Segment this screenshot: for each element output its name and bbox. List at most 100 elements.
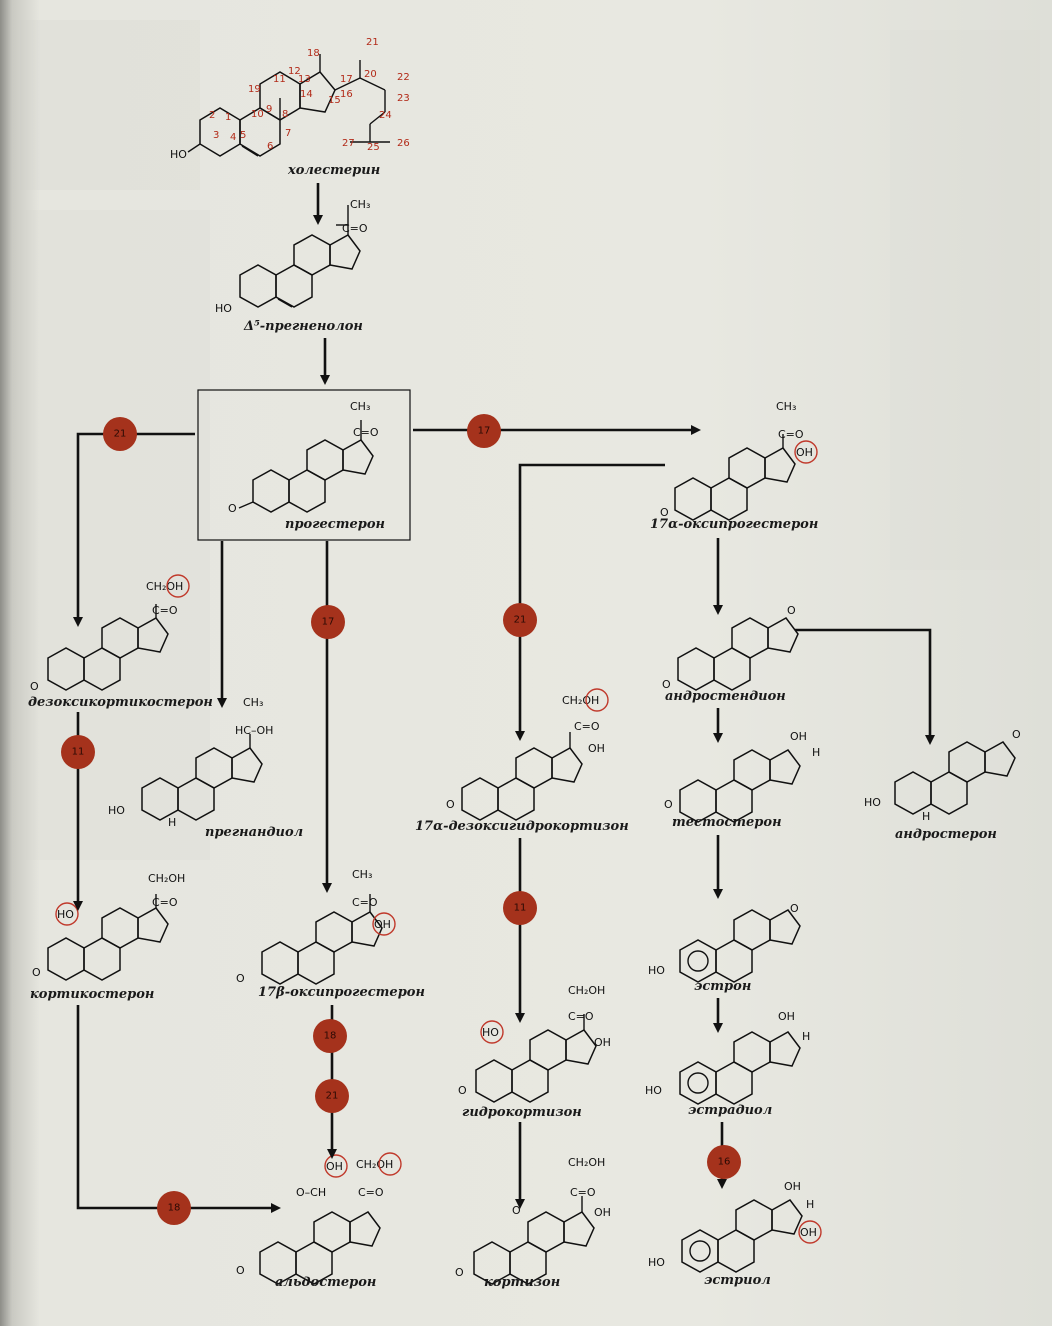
deoxyhydrocortisone17a-o: O bbox=[446, 798, 455, 811]
testosterone-o: O bbox=[664, 798, 673, 811]
deoxyhydrocortisone17a-structure bbox=[461, 732, 583, 821]
enzyme-circle bbox=[61, 735, 95, 769]
hydroxyprogesterone17a-co: C=O bbox=[778, 428, 804, 441]
enzyme-circle bbox=[103, 417, 137, 451]
pregnanediol-hcoh: HC–OH bbox=[235, 724, 273, 737]
pregnenolone-co: C=O bbox=[342, 222, 368, 235]
estradiol-oh: OH bbox=[778, 1010, 795, 1023]
svg-text:16: 16 bbox=[340, 89, 353, 100]
svg-text:26: 26 bbox=[397, 138, 410, 149]
corticosterone-ch2oh: CH₂OH bbox=[148, 872, 185, 885]
deoxyhydrocortisone17a-oh: OH bbox=[588, 742, 605, 755]
progesterone-box bbox=[197, 389, 411, 541]
svg-text:19: 19 bbox=[248, 84, 261, 95]
svg-text:24: 24 bbox=[379, 110, 392, 121]
enzyme-label: 17 bbox=[322, 617, 335, 628]
label-deoxycorticosterone: дезоксикортикостерон bbox=[28, 695, 213, 710]
androstenedione-o: O bbox=[662, 678, 671, 691]
corticosterone-co: C=O bbox=[152, 896, 178, 909]
aldosterone-ch2oh: CH₂OH bbox=[356, 1158, 393, 1171]
label-hydrocortisone: гидрокортизон bbox=[462, 1105, 582, 1120]
label-corticosterone: кортикостерон bbox=[30, 987, 154, 1002]
androsterone-ho: HO bbox=[864, 796, 881, 809]
corticosterone-o: O bbox=[32, 966, 41, 979]
androsterone-structure bbox=[894, 741, 1016, 815]
hydroxyprogesterone17a-oh-highlight bbox=[794, 440, 818, 464]
pregnanediol-ho: HO bbox=[108, 804, 125, 817]
svg-text:25: 25 bbox=[367, 142, 380, 153]
estrone-ho: HO bbox=[648, 964, 665, 977]
background-texture bbox=[20, 20, 1040, 860]
enzyme-circle bbox=[311, 605, 345, 639]
estriol-structure bbox=[681, 1199, 803, 1273]
corticosterone-ho-highlight bbox=[55, 902, 79, 926]
aldosterone-oh-left: OH bbox=[326, 1160, 343, 1173]
aldosterone-co: C=O bbox=[358, 1186, 384, 1199]
label-androsterone: андростерон bbox=[895, 827, 997, 842]
svg-text:12: 12 bbox=[288, 66, 301, 77]
svg-text:4: 4 bbox=[230, 132, 236, 143]
hydroxyprogesterone17a-ch3: CH₃ bbox=[776, 400, 796, 413]
svg-text:1: 1 bbox=[225, 112, 231, 123]
label-estradiol: эстрадиол bbox=[688, 1103, 772, 1118]
estradiol-structure bbox=[679, 1031, 801, 1105]
label-cortisone: кортизон bbox=[484, 1275, 560, 1290]
label-aldosterone: альдостерон bbox=[275, 1275, 376, 1290]
hydroxyprogesterone17a-oh: OH bbox=[796, 446, 813, 459]
estriol-ho: HO bbox=[648, 1256, 665, 1269]
estriol-h: H bbox=[806, 1198, 814, 1211]
estrone-o: O bbox=[790, 902, 799, 915]
label-progesterone: прогестерон bbox=[285, 517, 385, 532]
svg-text:17: 17 bbox=[340, 74, 353, 85]
enzyme-circle bbox=[503, 603, 537, 637]
svg-text:5: 5 bbox=[240, 130, 246, 141]
deoxyhydrocortisone17a-ch2oh: CH₂OH bbox=[562, 694, 599, 707]
cholesterol-ho: HO bbox=[170, 148, 187, 161]
androsterone-o: O bbox=[1012, 728, 1021, 741]
hydroxyprogesterone17b-structure bbox=[261, 894, 383, 985]
estriol-oh-highlight bbox=[798, 1220, 822, 1244]
hydroxyprogesterone17b-ch3: CH₃ bbox=[352, 868, 372, 881]
label-testosterone: тестостерон bbox=[672, 815, 782, 830]
svg-text:11: 11 bbox=[273, 74, 286, 85]
enzyme-label: 18 bbox=[324, 1031, 337, 1042]
pregnanediol-ch3: CH₃ bbox=[243, 696, 263, 709]
svg-text:9: 9 bbox=[266, 104, 272, 115]
deoxyhydrocortisone17a-oh-highlight bbox=[585, 688, 609, 712]
hydroxyprogesterone17a-structure bbox=[674, 434, 796, 521]
progesterone-co: C=O bbox=[353, 426, 379, 439]
enzyme-label: 11 bbox=[514, 903, 527, 914]
svg-text:23: 23 bbox=[397, 93, 410, 104]
hydrocortisone-ho: HO bbox=[482, 1026, 499, 1039]
hydroxyprogesterone17b-oh: OH bbox=[374, 918, 391, 931]
cortisone-co: C=O bbox=[570, 1186, 596, 1199]
cholesterol-carbon-numbers: 1 2 3 4 5 6 7 8 9 10 11 12 13 14 15 16 1… bbox=[209, 37, 410, 153]
pregnenolone-ch3: CH₃ bbox=[350, 198, 370, 211]
hydrocortisone-o: O bbox=[458, 1084, 467, 1097]
enzyme-label: 11 bbox=[72, 747, 85, 758]
hydroxyprogesterone17a-o: O bbox=[660, 506, 669, 519]
corticosterone-ho: HO bbox=[57, 908, 74, 921]
cortisone-ch2oh: CH₂OH bbox=[568, 1156, 605, 1169]
aldosterone-oh-right-highlight bbox=[378, 1152, 402, 1176]
svg-text:6: 6 bbox=[267, 141, 273, 152]
label-androstenedione: андростендион bbox=[665, 689, 786, 704]
hydrocortisone-co: C=O bbox=[568, 1010, 594, 1023]
svg-text:8: 8 bbox=[282, 109, 288, 120]
hydrocortisone-oh: OH bbox=[594, 1036, 611, 1049]
enzyme-markers: 21 17 17 21 11 11 18 21 18 16 bbox=[61, 414, 741, 1225]
androstenedione-o-top: O bbox=[787, 604, 796, 617]
label-pregnenolone: Δ⁵-прегненолон bbox=[243, 319, 363, 334]
enzyme-circle bbox=[157, 1191, 191, 1225]
enzyme-label: 18 bbox=[168, 1203, 181, 1214]
svg-text:3: 3 bbox=[213, 130, 219, 141]
label-hydroxyprogesterone17a: 17α-оксипрогестерон bbox=[650, 517, 818, 532]
hydrocortisone-structure bbox=[475, 1014, 597, 1103]
enzyme-label: 21 bbox=[114, 429, 127, 440]
cholesterol-structure bbox=[187, 54, 390, 157]
hydroxyprogesterone17b-oh-highlight bbox=[372, 912, 396, 936]
pregnanediol-h: H bbox=[168, 816, 176, 829]
testosterone-oh: OH bbox=[790, 730, 807, 743]
